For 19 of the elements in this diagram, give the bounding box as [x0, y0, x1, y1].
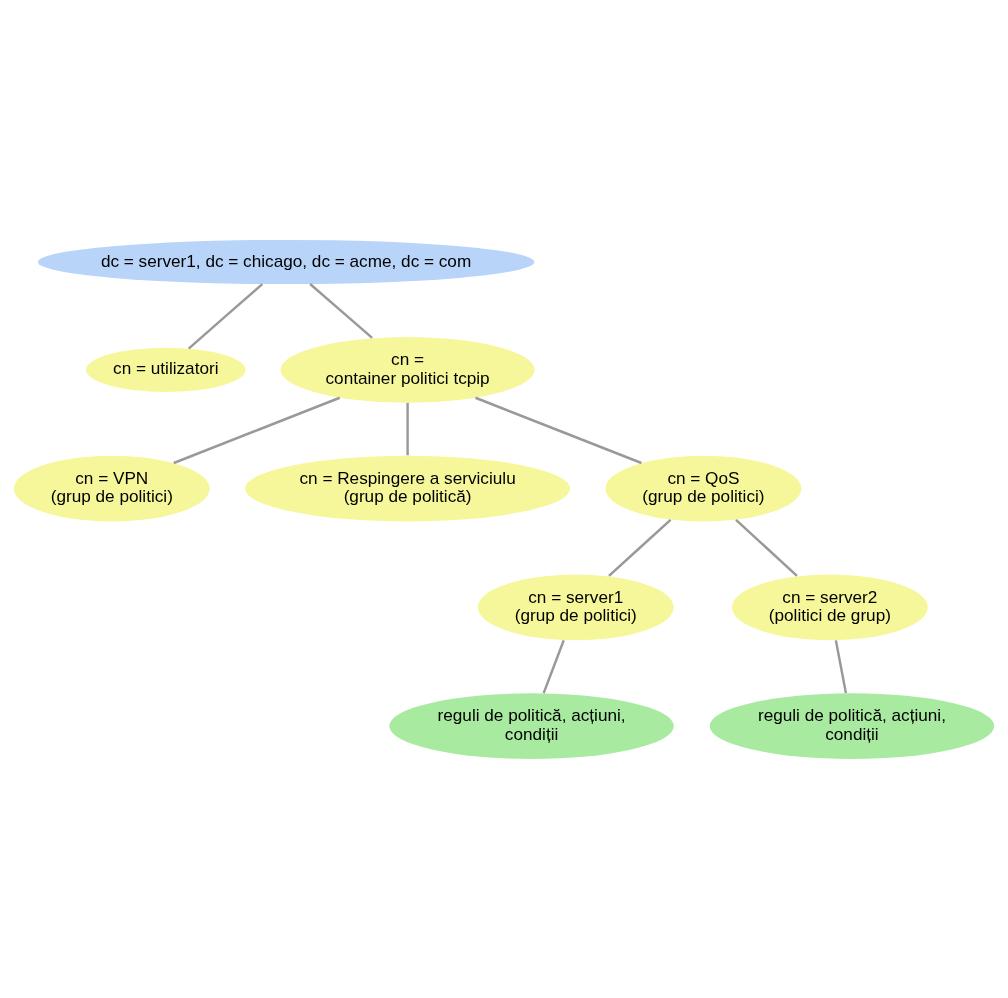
node-ellipse: cn = utilizatori: [86, 347, 246, 392]
node-ellipse: cn = Respingere a serviciulu (grup de politică): [245, 455, 571, 521]
node-ellipse: cn = server2 (politici de grup): [731, 574, 928, 640]
node-ellipse: cn = server1 (grup de politici): [477, 574, 674, 640]
connector: [406, 402, 409, 455]
node-ellipse: reguli de politică, acțiuni, condiții: [709, 692, 995, 759]
connector: [834, 639, 848, 693]
connector: [309, 282, 373, 339]
connector: [542, 639, 565, 694]
node-ellipse: cn = QoS (grup de politici): [605, 455, 802, 521]
connector: [735, 518, 798, 577]
connector: [608, 518, 672, 577]
connector: [173, 396, 341, 464]
node-ellipse: reguli de politică, acțiuni, condiții: [389, 692, 674, 759]
node-ellipse: dc = server1, dc = chicago, dc = acme, dc = com: [37, 239, 535, 284]
connector: [475, 396, 642, 464]
connector: [187, 282, 264, 349]
node-ellipse: cn = container politici tcpip: [280, 336, 535, 403]
node-ellipse: cn = VPN (grup de politici): [13, 455, 210, 521]
